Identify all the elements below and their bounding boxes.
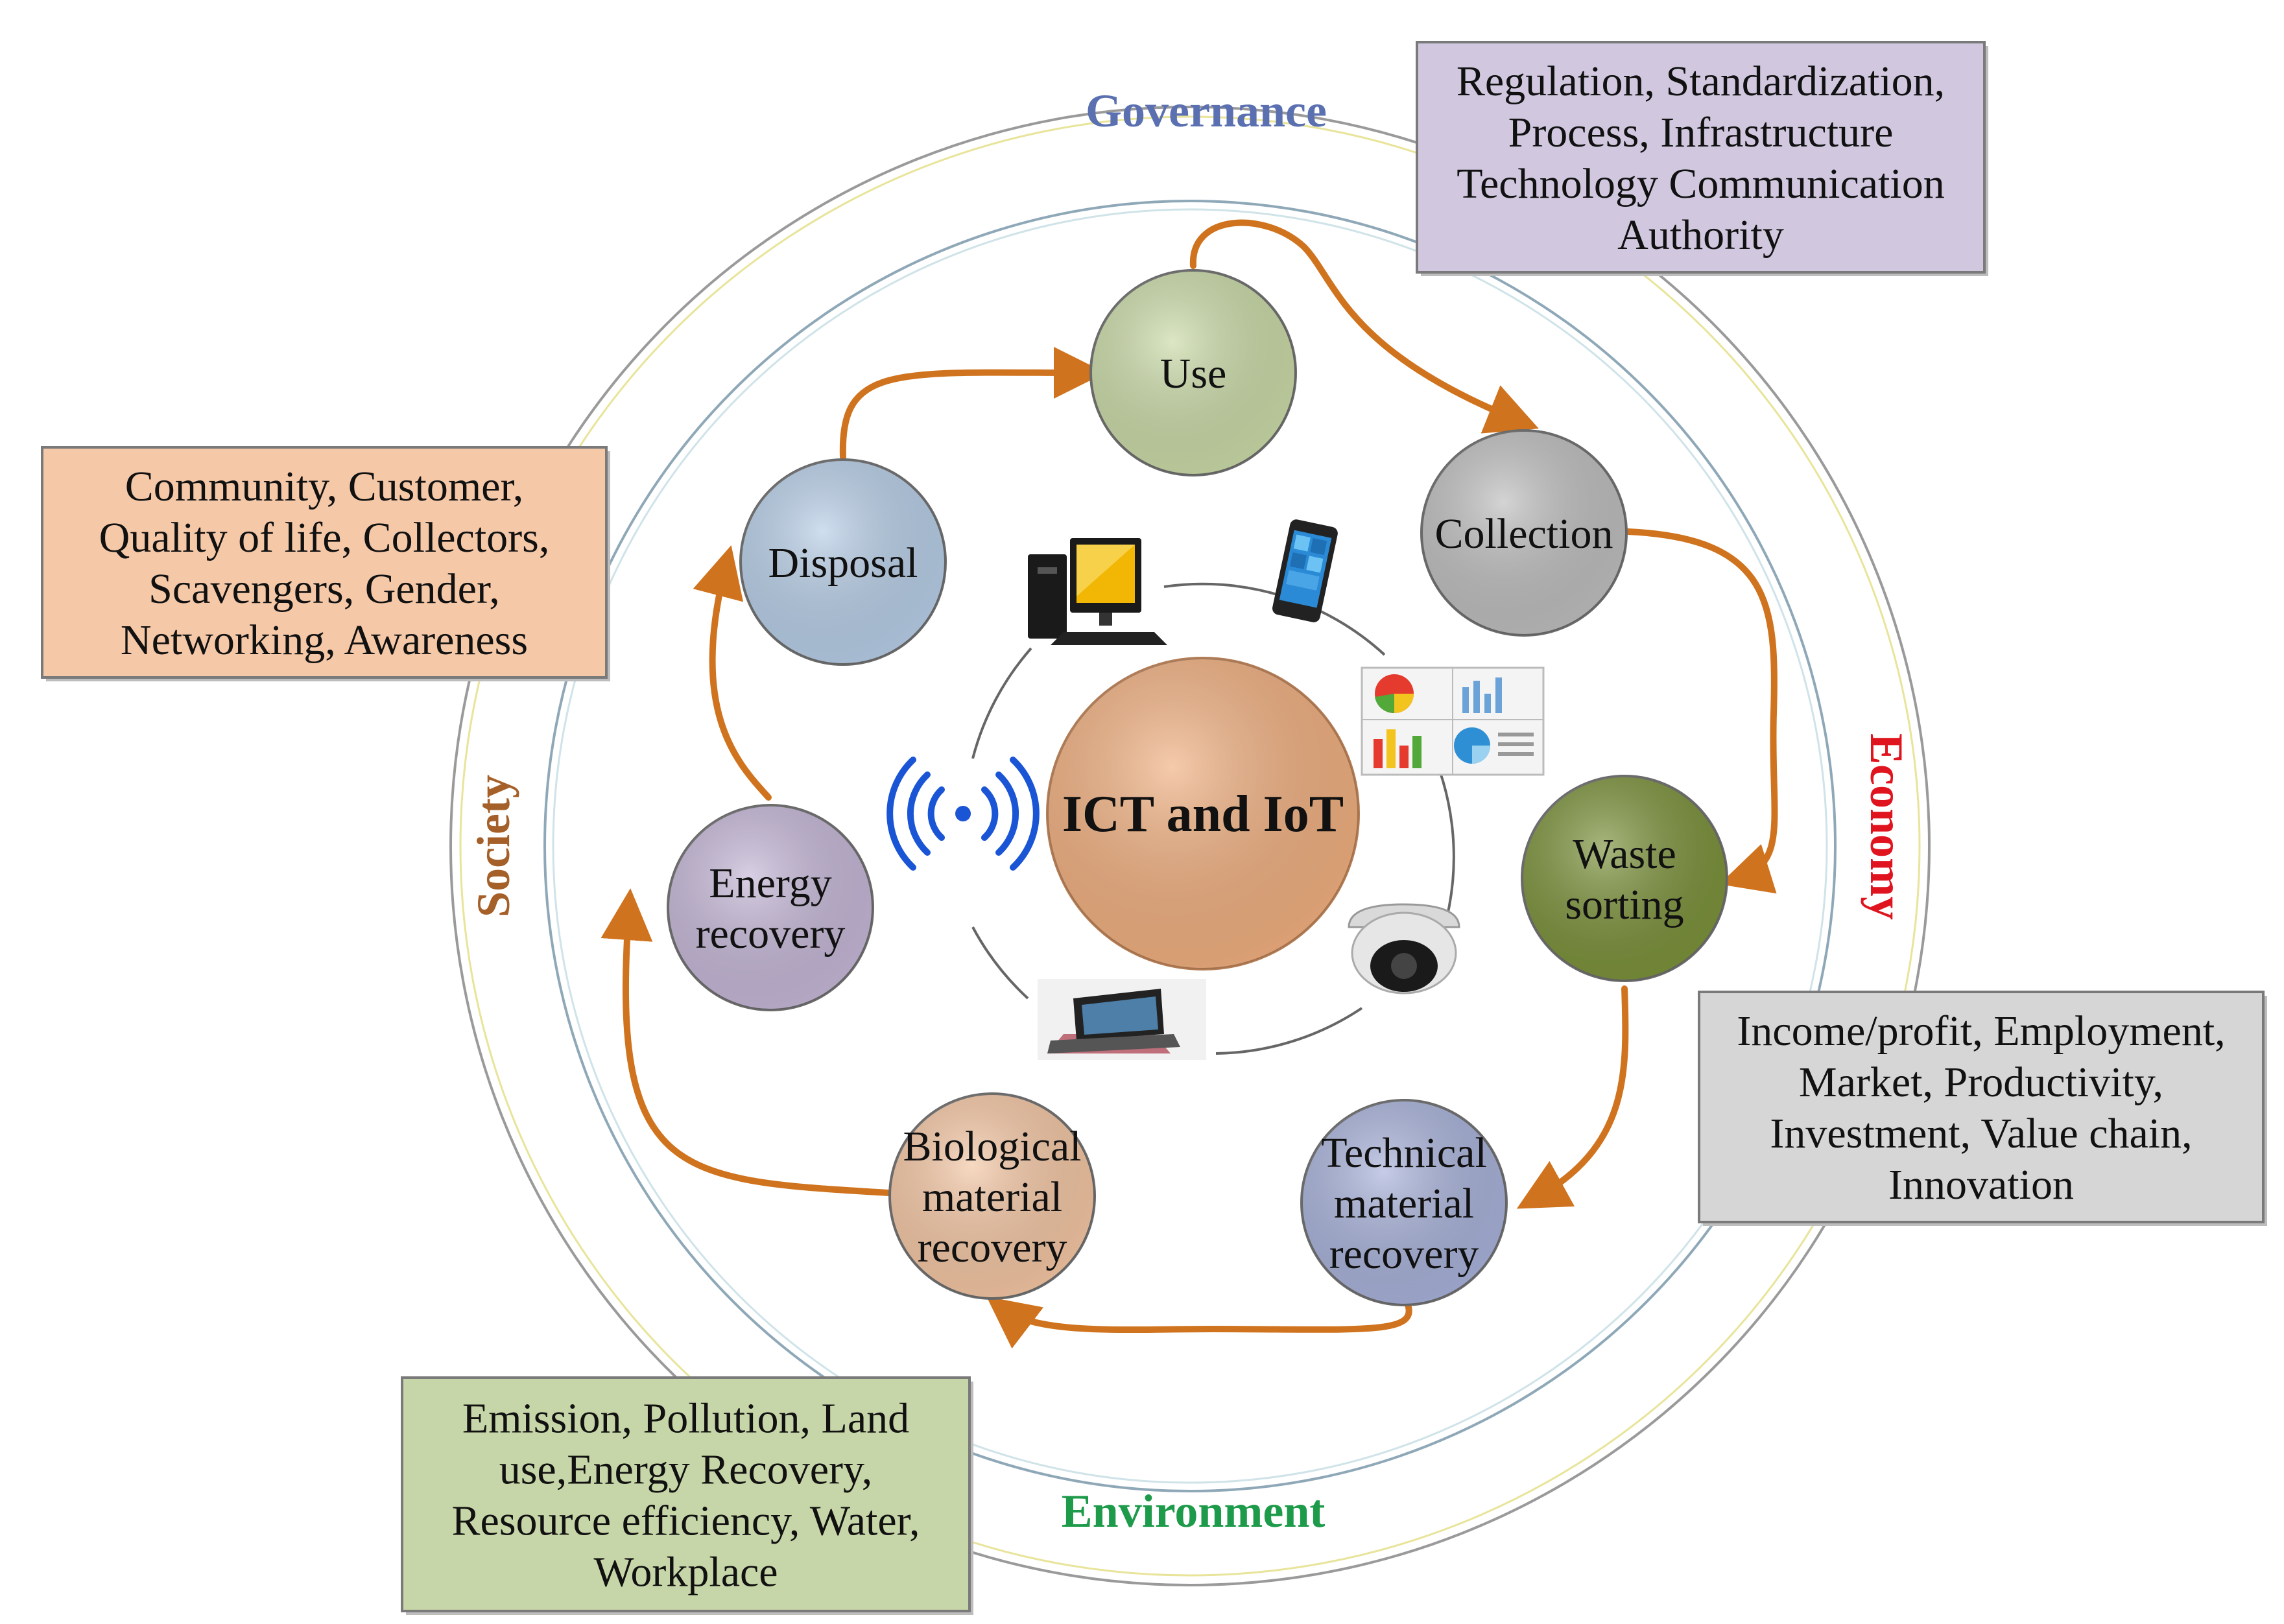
box-text-line: Regulation, Standardization, bbox=[1457, 58, 1945, 105]
environment-label: Environment bbox=[1062, 1485, 1326, 1537]
node-label-line: Biological bbox=[903, 1123, 1082, 1170]
box-background bbox=[1698, 991, 2265, 1223]
node-circle-shade bbox=[890, 1094, 1095, 1299]
arrow-disposal-to-use bbox=[839, 346, 1106, 460]
arrow-waste-sorting-to-technical bbox=[1516, 985, 1629, 1209]
node-label-line: material bbox=[922, 1173, 1062, 1221]
box-text-line: Scavengers, Gender, bbox=[149, 565, 500, 613]
inner-ring-accent bbox=[552, 208, 1828, 1484]
box-text-line: Emission, Pollution, Land bbox=[462, 1395, 909, 1442]
node-circle-shade bbox=[668, 805, 873, 1010]
box-text-line: Quality of life, Collectors, bbox=[99, 514, 550, 561]
dashboard-charts-icon bbox=[1361, 666, 1545, 776]
tablet-icon bbox=[1038, 979, 1206, 1060]
desktop-computer-icon bbox=[1028, 538, 1167, 645]
box-background bbox=[41, 446, 608, 679]
node-disposal: Disposal bbox=[739, 458, 947, 666]
box-text-line: Income/profit, Employment, bbox=[1737, 1007, 2225, 1055]
society-label: Society bbox=[468, 775, 519, 917]
node-circle-shade bbox=[1522, 776, 1727, 981]
arrow-use-to-collection bbox=[1189, 219, 1539, 434]
arrow-energy-to-disposal bbox=[693, 545, 772, 801]
arrow-collection-to-waste-sorting bbox=[1624, 528, 1778, 894]
arrow-technical-to-biological bbox=[986, 1296, 1412, 1349]
node-circle-shade bbox=[1091, 270, 1296, 475]
node-label-line: Disposal bbox=[768, 539, 918, 587]
box-background bbox=[401, 1376, 971, 1612]
node-circle-shade bbox=[1422, 430, 1626, 635]
economy-label: Economy bbox=[1861, 733, 1912, 920]
box-text-line: Authority bbox=[1617, 211, 1784, 259]
box-economy: Income/profit, Employment,Market, Produc… bbox=[1698, 991, 2267, 1226]
box-text-line: Technology Communication bbox=[1457, 160, 1944, 207]
node-label-line: recovery bbox=[918, 1224, 1067, 1271]
node-collection: Collection bbox=[1420, 429, 1628, 637]
node-label-line: material bbox=[1334, 1180, 1474, 1227]
box-background bbox=[1416, 41, 1986, 274]
lifecycle-nodes: UseCollectionWastesortingTechnicalmateri… bbox=[667, 269, 1728, 1306]
outer-ring-accent bbox=[459, 115, 1921, 1577]
node-label-line: Energy bbox=[709, 860, 831, 907]
center-circle-shade bbox=[1047, 658, 1359, 969]
node-circle-shade bbox=[1302, 1100, 1506, 1305]
node-use: Use bbox=[1089, 269, 1297, 477]
box-text-line: Community, Customer, bbox=[125, 463, 524, 510]
box-text-line: Market, Productivity, bbox=[1799, 1059, 2163, 1106]
center-label: ICT and IoT bbox=[1062, 786, 1344, 843]
node-label-line: Technical bbox=[1321, 1129, 1487, 1177]
node-label-line: Collection bbox=[1435, 510, 1613, 558]
box-society: Community, Customer,Quality of life, Col… bbox=[41, 446, 610, 681]
smartphone-icon bbox=[1272, 519, 1338, 622]
box-text-line: Resource efficiency, Water, bbox=[452, 1498, 920, 1545]
node-label-line: recovery bbox=[696, 910, 846, 958]
arrow-biological-to-energy bbox=[601, 888, 892, 1196]
box-text-line: Networking, Awareness bbox=[121, 617, 528, 664]
box-text-line: Innovation bbox=[1888, 1161, 2074, 1208]
box-text-line: Investment, Value chain, bbox=[1770, 1110, 2192, 1157]
node-label-line: sorting bbox=[1565, 881, 1683, 928]
governance-label: Governance bbox=[1086, 85, 1327, 137]
inner-ring bbox=[543, 200, 1837, 1492]
node-circle-shade bbox=[741, 460, 946, 665]
box-text-line: use,Energy Recovery, bbox=[499, 1446, 872, 1494]
outer-ring bbox=[449, 106, 1931, 1586]
box-text-line: Workplace bbox=[593, 1549, 778, 1596]
node-label-line: Waste bbox=[1573, 830, 1676, 878]
category-boxes: Regulation, Standardization,Process, Inf… bbox=[41, 41, 2267, 1615]
box-text-line: Process, Infrastructure bbox=[1508, 109, 1894, 156]
lifecycle-arrows bbox=[601, 219, 1778, 1349]
wireless-signal-icon bbox=[886, 757, 1040, 871]
node-label-line: recovery bbox=[1329, 1230, 1479, 1278]
security-camera-icon bbox=[1348, 903, 1460, 994]
node-label-line: Use bbox=[1160, 350, 1227, 397]
box-governance: Regulation, Standardization,Process, Inf… bbox=[1416, 41, 1988, 276]
